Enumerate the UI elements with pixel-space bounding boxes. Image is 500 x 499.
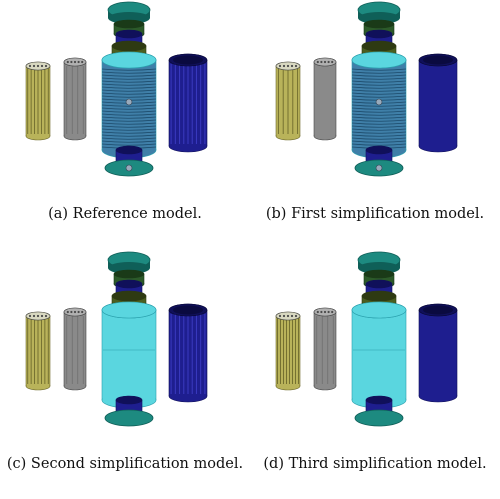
sleeve-body (418, 303, 458, 403)
olive-rod-bundle (25, 61, 51, 141)
body-fitting (375, 98, 383, 106)
main-body (101, 51, 157, 159)
navy-sleeve (168, 303, 208, 403)
panel-d: (d) Third simplification model. (250, 250, 500, 499)
sleeve-body (418, 53, 458, 153)
central-assembly (101, 1, 157, 177)
olive-rod-bundle (275, 61, 301, 141)
navy-sleeve (418, 53, 458, 153)
gray-core-cylinder (63, 57, 87, 141)
caption-d: (d) Third simplification model. (263, 456, 487, 472)
gray-cylinder-body (313, 57, 337, 141)
navy-sleeve (168, 53, 208, 153)
caption-c: (c) Second simplification model. (6, 456, 244, 472)
gray-cylinder-body (63, 307, 87, 391)
gray-core-cylinder (313, 307, 337, 391)
panel-b: (b) First simplification model. (250, 0, 500, 249)
assembly-drawing-a (25, 1, 208, 177)
panel-a: (a) Reference model. (0, 0, 250, 249)
bottom-cap (104, 409, 154, 427)
bottom-cap (354, 409, 404, 427)
central-assembly (351, 1, 407, 177)
navy-sleeve (418, 303, 458, 403)
main-body (351, 51, 407, 159)
gray-cylinder-body (313, 307, 337, 391)
gray-core-cylinder (63, 307, 87, 391)
gray-core-cylinder (313, 57, 337, 141)
bottom-fitting (375, 164, 383, 172)
assembly-drawing-b (275, 1, 458, 177)
panel-c: (c) Second simplification model. (0, 250, 250, 499)
bottom-fitting (125, 164, 133, 172)
assembly-drawing-c (25, 251, 208, 427)
central-assembly (101, 251, 157, 427)
caption-b: (b) First simplification model. (265, 206, 485, 222)
central-assembly (351, 251, 407, 427)
olive-bundle-body (275, 311, 301, 391)
main-body (101, 301, 157, 409)
olive-rod-bundle (25, 311, 51, 391)
gray-cylinder-body (63, 57, 87, 141)
caption-a: (a) Reference model. (48, 206, 202, 222)
assembly-drawing-d (275, 251, 458, 427)
olive-rod-bundle (275, 311, 301, 391)
body-fitting (125, 98, 133, 106)
